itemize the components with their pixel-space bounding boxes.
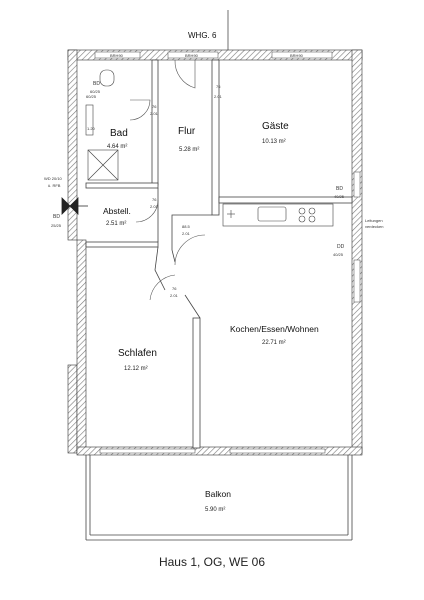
room-bad-name: Bad (110, 128, 128, 139)
room-balkon-name: Balkon (205, 489, 231, 499)
room-abstell-area: 2.51 m² (106, 221, 126, 227)
room-bad-area: 4.64 m² (107, 144, 127, 150)
room-flur-name: Flur (178, 126, 196, 137)
window-label-1: BRH90 (110, 53, 124, 58)
note-dd: DD (337, 244, 345, 250)
door-abst-w: 76 (152, 197, 157, 202)
dim-rb: 60/25 (86, 94, 97, 99)
door-swings (129, 59, 206, 301)
balcony (85, 455, 353, 541)
markers (61, 197, 88, 215)
door-bad-w: 76 (152, 104, 157, 109)
door-entry-w: 88.5 (182, 224, 191, 229)
corridor-lines (154, 188, 212, 319)
room-gaeste-name: Gäste (262, 121, 289, 132)
note-leitungen: Leitungen (365, 218, 383, 223)
unit-label: WHG. 6 (188, 31, 217, 40)
note-bd-top: BD (93, 81, 100, 87)
door-flur-w: 76 (216, 84, 221, 89)
room-schlafen-name: Schlafen (118, 348, 157, 359)
note-bd-top-dim: 60/25 (90, 89, 101, 94)
kitchen-counter (222, 203, 334, 227)
note-bd-right: BD (336, 186, 343, 192)
note-bd-left-dim: 25/25 (51, 223, 62, 228)
note-wd-sub: ü. RFB (48, 183, 61, 188)
room-kochen-area: 22.71 m² (262, 340, 286, 346)
door-schlaf-h: 2.01 (170, 293, 179, 298)
door-schlaf-w: 76 (172, 286, 177, 291)
window-label-3: BRH90 (290, 53, 304, 58)
window-label-2: BRH90 (185, 53, 199, 58)
inner-walls (85, 59, 353, 449)
note-leitungen2: verdecken (365, 224, 383, 229)
door-bad-h: 2.01 (150, 111, 159, 116)
room-flur-area: 5.28 m² (179, 147, 199, 153)
room-kochen-name: Kochen/Essen/Wohnen (230, 324, 319, 334)
room-balkon-area: 5.90 m² (205, 507, 225, 513)
room-gaeste-area: 10.13 m² (262, 139, 286, 145)
room-abstell-name: Abstell. (103, 206, 131, 216)
note-bd-right-dim: 40/25 (334, 194, 345, 199)
sink-icon (85, 104, 94, 136)
door-entry-h: 2.01 (182, 231, 191, 236)
room-schlafen-area: 12.12 m² (124, 366, 148, 372)
door-flur-h: 2.01 (214, 94, 223, 99)
dim-120: 1.20 (87, 126, 96, 131)
toilet-icon (99, 69, 115, 87)
door-abst-h: 2.01 (150, 204, 159, 209)
note-bd-left: BD (53, 214, 60, 220)
note-wd: WD 20/10 (44, 176, 63, 181)
windows (94, 51, 361, 454)
bathroom-fixtures (85, 69, 119, 181)
note-dd-dim: 40/25 (333, 252, 344, 257)
plan-caption: Haus 1, OG, WE 06 (158, 555, 266, 569)
